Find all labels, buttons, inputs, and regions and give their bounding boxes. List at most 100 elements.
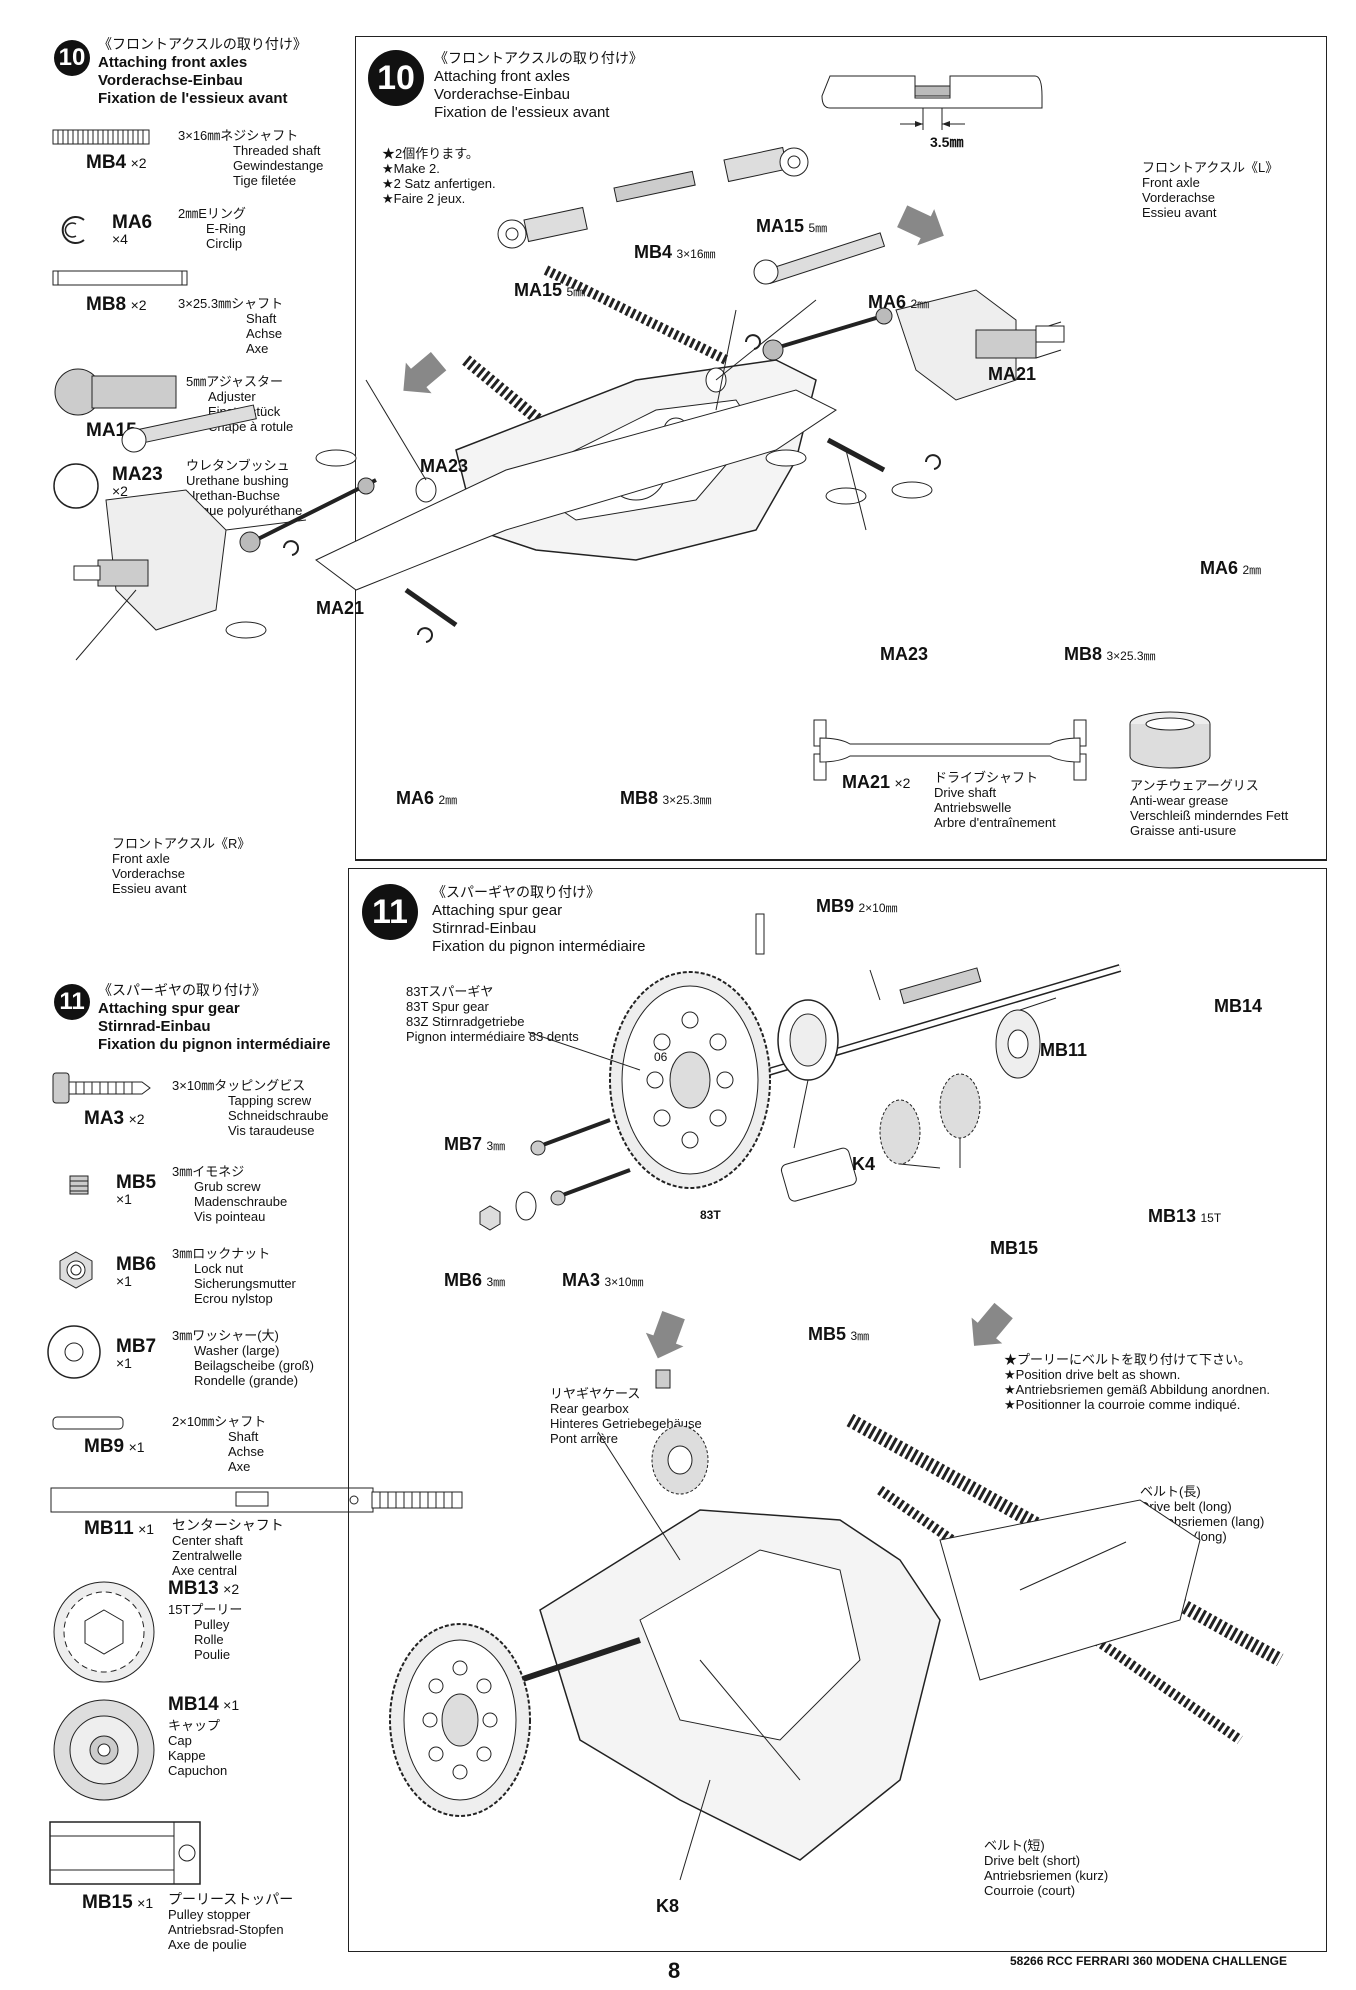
gear-text-83t: 83T <box>700 1208 721 1222</box>
part-code: MB5 <box>116 1172 157 1193</box>
label-line: 83Z Stirnradgetriebe <box>406 1014 525 1029</box>
part-code: MA21 <box>842 772 891 792</box>
label-mb8-bottom: MB8 <box>620 788 659 808</box>
e-ring-icon <box>61 216 85 244</box>
label-mb9: MB9 <box>816 896 855 916</box>
desc-line: 3㎜イモネジ <box>172 1164 245 1179</box>
desc-line: Beilagscheibe (groß) <box>194 1358 314 1373</box>
unit: 5㎜ <box>808 221 828 235</box>
step-10-side-title: 《フロントアクスルの取り付け》 Attaching front axles Vo… <box>98 34 307 108</box>
label-mb13: MB13 <box>1148 1206 1197 1226</box>
part-desc-mb6: 3㎜ロックナット Lock nut Sicherungsmutter Ecrou… <box>172 1246 296 1306</box>
label-ma23-mid: MA23 <box>880 644 929 664</box>
desc-line: Arbre d'entraînement <box>934 815 1056 830</box>
part-qty: ×1 <box>116 1273 132 1289</box>
part-code: MA6 <box>112 212 153 233</box>
label-ma6-top: MA6 <box>868 292 907 312</box>
desc-line: センターシャフト <box>172 1517 284 1533</box>
title-jp: 《フロントアクスルの取り付け》 <box>98 36 307 52</box>
part-qty: ×2 <box>130 155 147 171</box>
desc-line: キャップ <box>168 1718 221 1733</box>
desc-line: Circlip <box>206 236 243 251</box>
unit: 2㎜ <box>438 793 458 807</box>
part-desc-ma3: 3×10㎜タッピングビス Tapping screw Schneidschrau… <box>172 1078 328 1138</box>
model-name: 58266 RCC FERRARI 360 MODENA CHALLENGE <box>1010 1954 1287 1968</box>
grub-screw-icon <box>69 1175 89 1195</box>
part-desc-mb5: 3㎜イモネジ Grub screw Madenschraube Vis poin… <box>172 1164 287 1224</box>
title-de: Stirnrad-Einbau <box>98 1018 211 1035</box>
label-mb8-right: MB8 <box>1064 644 1103 664</box>
label-ma15-left: MA15 <box>514 280 563 300</box>
threaded-shaft-icon <box>52 129 150 145</box>
desc-line: Cap <box>168 1733 192 1748</box>
step-11-main-badge: 11 <box>362 884 418 940</box>
desc-line: 3×16㎜ネジシャフト <box>178 128 299 143</box>
note-line: ★Position drive belt as shown. <box>1004 1367 1181 1382</box>
part-code: MB7 <box>116 1336 157 1357</box>
desc-line: Pulley stopper <box>168 1907 251 1922</box>
title-fr: Fixation du pignon intermédiaire <box>432 938 646 955</box>
label-line: ベルト(長) <box>1140 1484 1201 1499</box>
label-ma21-left: MA21 <box>316 598 365 618</box>
desc-line: Achse <box>246 326 283 341</box>
unit: 3×25.3㎜ <box>662 793 712 807</box>
desc-line: Sicherungsmutter <box>194 1276 296 1291</box>
label-mb11: MB11 <box>1040 1040 1088 1060</box>
part-code: MB15 <box>82 1892 133 1913</box>
title-de: Vorderachse-Einbau <box>434 86 570 103</box>
unit: 3×16㎜ <box>676 247 716 261</box>
part-code: MB4 <box>86 152 127 173</box>
label-mb14: MB14 <box>1214 996 1263 1016</box>
part-desc-mb14: キャップ Cap Kappe Capuchon <box>168 1718 227 1778</box>
part-qty: ×4 <box>112 231 128 247</box>
page-number: 8 <box>668 1958 681 1983</box>
desc-line: Rondelle (grande) <box>194 1373 299 1388</box>
desc-line: Schneidschraube <box>228 1108 329 1123</box>
desc-line: Rolle <box>194 1632 224 1647</box>
desc-line: Urethan-Buchse <box>186 488 280 503</box>
part-qty: ×2 <box>223 1581 240 1597</box>
label-ma21-top: MA21 <box>988 364 1037 384</box>
spur-gear-label: 83Tスパーギヤ 83T Spur gear 83Z Stirnradgetri… <box>406 984 579 1044</box>
label-mb5: MB5 <box>808 1324 847 1344</box>
desc-line: Washer (large) <box>194 1343 280 1358</box>
part-desc-mb9: 2×10㎜シャフト Shaft Achse Axe <box>172 1414 266 1474</box>
unit: 3㎜ <box>486 1139 506 1153</box>
center-shaft-icon <box>50 1487 463 1513</box>
label-line: Drive belt (long) <box>1140 1499 1232 1514</box>
label-ma23-left: MA23 <box>420 456 469 476</box>
label-ma3: MA3 <box>562 1270 601 1290</box>
drive-shaft-icon <box>813 719 1087 781</box>
rear-gearbox-assembly-illustration <box>380 1360 1300 1920</box>
desc-line: ウレタンブッシュ <box>186 458 290 473</box>
step-10-badge: 10 <box>54 40 90 76</box>
desc-line: 2㎜Eリング <box>178 206 246 221</box>
label-line: Pignon intermédiaire 83 dents <box>406 1029 579 1044</box>
assembly-arrow-icon <box>897 205 944 246</box>
desc-line: 15Tプーリー <box>168 1602 243 1617</box>
desc-line: Ecrou nylstop <box>194 1291 273 1306</box>
part-code: MA23 <box>112 464 163 485</box>
desc-line: Poulie <box>194 1647 231 1662</box>
label-mb7: MB7 <box>444 1134 483 1154</box>
desc-line: Achse <box>228 1444 265 1459</box>
desc-line: 3×10㎜タッピングビス <box>172 1078 306 1093</box>
label-line: Front axle <box>112 851 170 866</box>
grease-desc: アンチウェアーグリス Anti-wear grease Verschleiß m… <box>1130 778 1288 838</box>
note-line: ★Antriebsriemen gemäß Abbildung anordnen… <box>1004 1382 1271 1397</box>
part-code: MB14 <box>168 1694 219 1715</box>
note-line: ★Make 2. <box>382 161 440 176</box>
desc-line: Shaft <box>246 311 277 326</box>
spur-gear-exploded-illustration <box>440 920 1340 1260</box>
unit: 2×10㎜ <box>858 901 898 915</box>
small-shaft-icon <box>52 1416 124 1430</box>
part-code: MB6 <box>116 1254 157 1275</box>
part-code: MB11 <box>84 1518 134 1539</box>
front-axle-assembly-illustration <box>76 230 1096 790</box>
assembly-arrow-icon <box>645 1310 685 1359</box>
rear-gearbox-label: リヤギヤケース Rear gearbox Hinteres Getriebege… <box>550 1386 702 1446</box>
part-qty: ×1 <box>223 1697 240 1713</box>
desc-line: Shaft <box>228 1429 259 1444</box>
desc-line: プーリーストッパー <box>168 1891 294 1907</box>
label-mb15: MB15 <box>990 1238 1039 1258</box>
